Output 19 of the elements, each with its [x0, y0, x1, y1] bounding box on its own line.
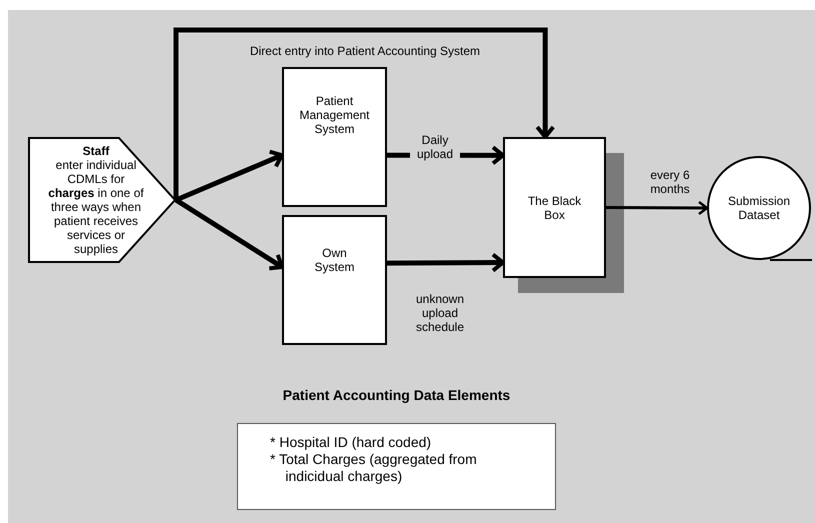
process-box	[503, 137, 606, 278]
pentagon-shape	[28, 137, 176, 263]
process-box	[282, 215, 387, 345]
section-heading: Patient Accounting Data Elements	[282, 388, 512, 402]
node-text: Submission Dataset	[726, 194, 792, 222]
edge-label: Daily upload	[410, 133, 460, 161]
node-text: enter individual CDMLs for charges in one of three ways when patient receives services or supplies	[47, 158, 145, 256]
node-text: The Black Box	[526, 194, 582, 222]
arrow	[174, 198, 284, 270]
node-text: Own System	[313, 246, 356, 274]
process-box	[282, 67, 387, 207]
list-item: * Total Charges (aggregated from indicidual charges)	[270, 451, 478, 485]
arrow	[174, 28, 556, 200]
heading-text: Staff	[82, 144, 110, 158]
arrow	[606, 200, 708, 216]
arrow	[386, 252, 505, 273]
edge-label: Direct entry into Patient Accounting System	[250, 44, 480, 58]
node-text: Patient Management System	[298, 94, 371, 136]
list-item: * Hospital ID (hard coded)	[270, 434, 432, 451]
